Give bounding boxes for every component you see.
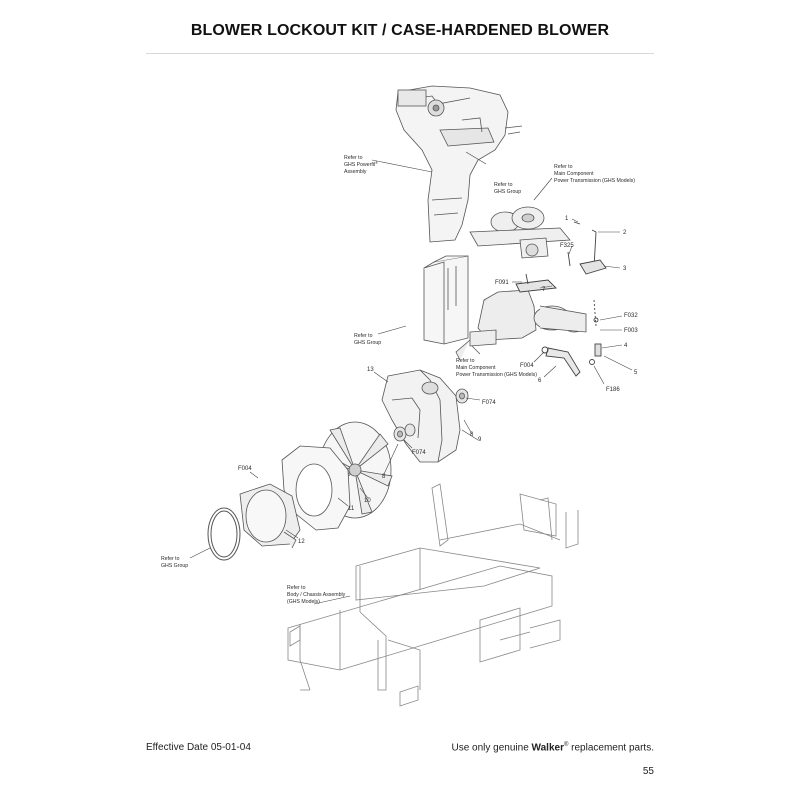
lockout-kit-parts [515,221,607,377]
blower-backplate [281,445,351,531]
part-7-plate [515,279,557,293]
callout-2: 2 [623,230,627,236]
callout-f074-left: F074 [412,450,426,456]
part-3-bracket [579,259,607,275]
callout-5: 5 [634,370,638,376]
part-1-pin [573,221,581,225]
callout-3: 3 [623,266,627,272]
outer-ring [207,507,241,561]
callout-8-left: 8 [382,474,386,480]
page-number: 55 [642,766,654,777]
callout-f004-right: F004 [520,363,534,369]
callout-12: 12 [298,539,305,545]
blower-housing [381,369,469,463]
callout-4: 4 [624,343,628,349]
blower-bearings [393,388,469,442]
f325-bolt [567,251,571,267]
callout-f003: F003 [624,328,638,334]
f186-pin [589,359,595,365]
chassis-frame [287,483,579,707]
brand-name: Walker [531,742,564,754]
part-4-spacer [594,343,602,357]
leader-lines [189,151,633,605]
callout-6: 6 [538,378,542,384]
part-6-handle [545,347,581,377]
callout-f004-left: F004 [238,466,252,472]
callout-f074-right: F074 [482,400,496,406]
chute-tube [423,255,469,345]
page-title: BLOWER LOCKOUT KIT / CASE-HARDENED BLOWE… [190,22,610,39]
genuine-prefix: Use only genuine [451,742,532,754]
f004-washer [541,346,549,354]
callout-10: 10 [364,498,371,504]
registered-mark: ® [563,742,569,748]
part-2-rod [591,229,597,269]
effective-date: Effective Date 05-01-04 [146,742,251,753]
callout-8-right: 8 [470,432,474,438]
callout-11: 11 [348,506,355,512]
genuine-parts-note: Use only genuine Walker® replacement par… [451,742,654,753]
powerfil-assembly [395,85,523,243]
f091-bolt [525,273,529,285]
callout-f032: F032 [624,313,638,319]
upper-pulley-assembly [469,206,571,259]
blower-inlet-ring [239,483,301,549]
callout-13: 13 [367,367,374,373]
gearbox-assembly [455,289,587,361]
callout-1: 1 [565,216,569,222]
genuine-suffix: replacement parts. [568,742,654,754]
callout-9: 9 [478,437,482,443]
callout-f325: F325 [560,243,574,249]
callout-7: 7 [542,287,546,293]
callout-f186: F186 [606,387,620,393]
callout-f091: F091 [495,280,509,286]
title-rule [146,53,654,54]
callout-labels: 1 2 3 F325 F091 7 F032 F003 4 5 F004 6 F… [238,216,638,545]
